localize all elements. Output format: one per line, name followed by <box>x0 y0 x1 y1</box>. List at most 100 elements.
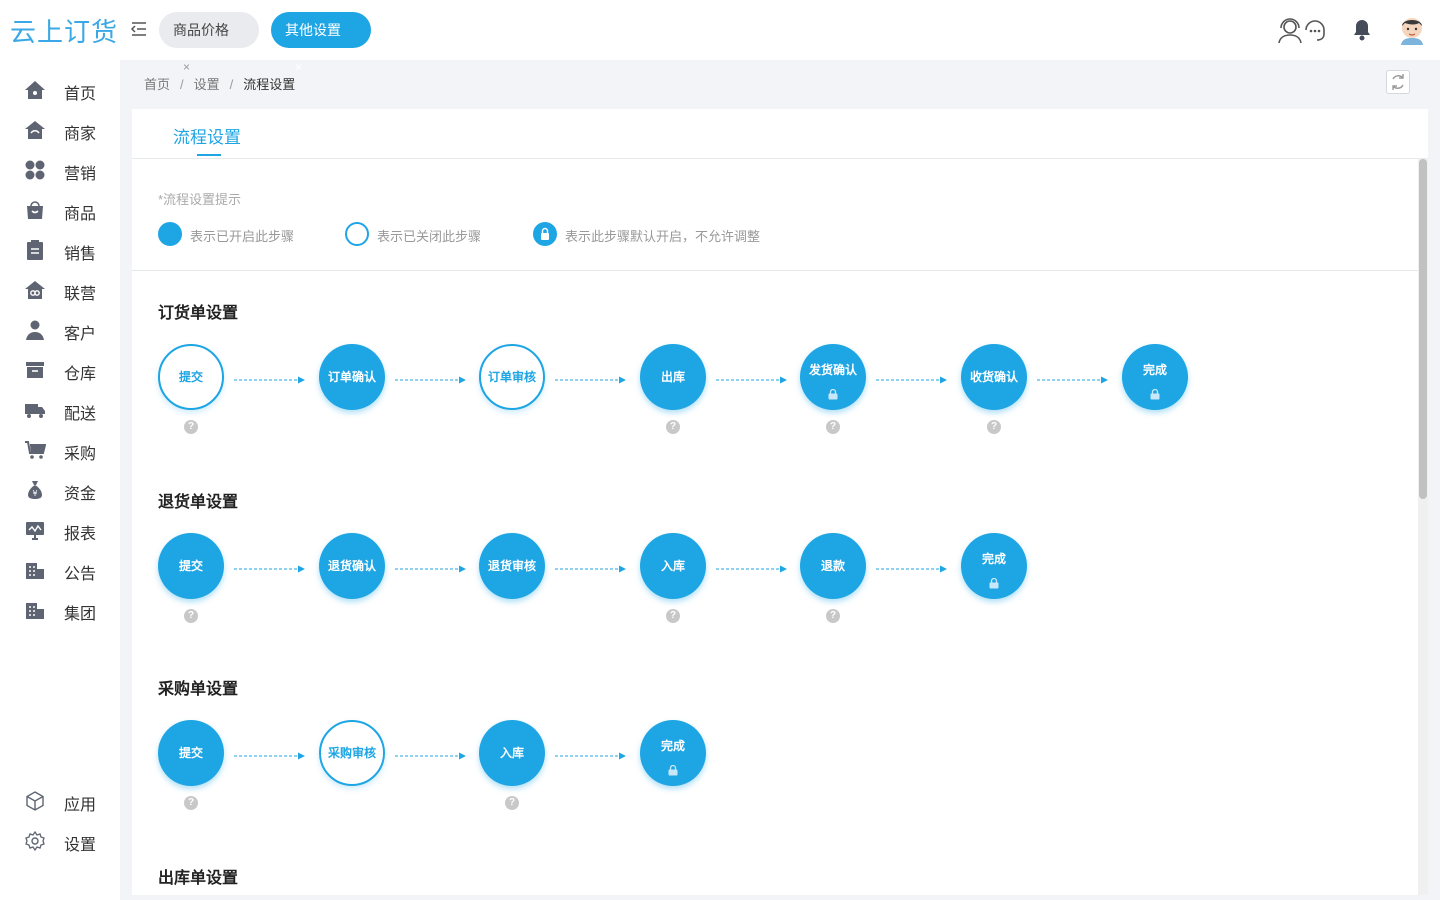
sidebar-item-marketing[interactable]: 营销 <box>0 150 120 190</box>
section-title: 采购单设置 <box>158 681 239 698</box>
building-icon <box>26 563 44 579</box>
app-logo[interactable]: 云上订货 <box>10 18 119 48</box>
flow-step-node[interactable]: 收货确认 <box>961 344 1027 410</box>
help-icon[interactable]: ? <box>666 420 680 434</box>
sidebar-item-products[interactable]: 商品 <box>0 190 120 230</box>
menu-collapse-icon[interactable] <box>128 18 150 40</box>
sidebar-item-customers[interactable]: 客户 <box>0 310 120 350</box>
breadcrumb: 首页/设置/流程设置 <box>144 77 296 92</box>
flow-step-node[interactable]: 入库 <box>640 533 706 599</box>
sidebar-item-reports[interactable]: 报表 <box>0 510 120 550</box>
cube-icon <box>26 791 44 811</box>
sidebar-item-label: 配送 <box>64 406 97 423</box>
help-icon[interactable]: ? <box>184 609 198 623</box>
warehouse-icon <box>26 362 44 378</box>
sidebar-item-warehouse[interactable]: 仓库 <box>0 350 120 390</box>
flow-arrow <box>1037 376 1108 384</box>
sidebar-item-label: 商家 <box>64 126 97 143</box>
flow-step-label: 入库 <box>660 559 685 573</box>
help-icon[interactable]: ? <box>184 420 198 434</box>
tab-product-price[interactable]: 商品价格× <box>159 12 259 74</box>
sidebar-item-purchasing[interactable]: 采购 <box>0 430 120 470</box>
flow-step-label: 提交 <box>178 370 203 384</box>
flow-step-node[interactable]: 退款 <box>800 533 866 599</box>
help-icon[interactable]: ? <box>826 420 840 434</box>
flow-step-node[interactable]: 提交 <box>158 533 224 599</box>
flow-arrow <box>234 752 305 760</box>
truck-icon <box>25 404 45 418</box>
sidebar-item-label: 报表 <box>64 526 97 543</box>
clipboard-icon <box>27 240 43 260</box>
flow-step-label: 入库 <box>499 746 524 760</box>
help-icon[interactable]: ? <box>666 609 680 623</box>
sidebar-item-home[interactable]: 首页 <box>0 70 120 110</box>
section-title: 订货单设置 <box>158 305 239 322</box>
tab-flow-settings[interactable]: 流程设置 <box>173 128 241 147</box>
joint-icon <box>25 281 45 299</box>
flow-step-node[interactable]: 退货审核 <box>479 533 545 599</box>
flow-step-node[interactable]: 提交 <box>158 344 224 410</box>
flow-step-node[interactable]: 采购审核 <box>319 720 385 786</box>
customer-service-icon[interactable] <box>1277 16 1303 44</box>
tab-label: 其他设置 <box>285 22 341 38</box>
help-icon[interactable]: ? <box>987 420 1001 434</box>
lock-icon <box>989 576 999 589</box>
step-locked-icon <box>533 222 557 246</box>
report-icon <box>26 522 44 540</box>
refresh-button[interactable] <box>1386 70 1410 94</box>
help-icon[interactable]: ? <box>826 609 840 623</box>
sidebar-item-delivery[interactable]: 配送 <box>0 390 120 430</box>
panel-scrollbar[interactable] <box>1418 159 1428 895</box>
sidebar-item-label: 销售 <box>64 246 97 263</box>
flow-step-node[interactable]: 入库 <box>479 720 545 786</box>
flow-step-node[interactable]: 订单审核 <box>479 344 545 410</box>
sidebar-item-group[interactable]: 集团 <box>0 590 120 630</box>
help-icon[interactable]: ? <box>184 796 198 810</box>
bell-icon[interactable] <box>1351 16 1373 42</box>
chat-headset-icon[interactable] <box>1303 16 1327 44</box>
flow-step-label: 完成 <box>660 739 685 753</box>
step-on-icon <box>158 222 182 246</box>
tab-close-icon[interactable]: × <box>183 60 191 74</box>
top-bar: 云上订货 商品价格× 其他设置 × <box>0 0 1440 74</box>
tab-underline <box>197 154 221 156</box>
sidebar-item-apps[interactable]: 应用 <box>0 781 120 821</box>
sidebar-item-merchant[interactable]: 商家 <box>0 110 120 150</box>
legend-text: 表示已开启此步骤 <box>190 229 295 244</box>
help-icon[interactable]: ? <box>505 796 519 810</box>
flow-arrow <box>716 565 787 573</box>
flow-step-label: 完成 <box>981 552 1006 566</box>
sidebar-item-joint[interactable]: 联营 <box>0 270 120 310</box>
scrollbar-thumb[interactable] <box>1419 159 1427 499</box>
sidebar: 首页 商家 营销 商品 销售 联营 客户 仓库 配送 采购 ¥ 资金 报 <box>0 60 120 900</box>
tab-close-icon[interactable]: × <box>295 60 303 74</box>
sidebar-item-announcements[interactable]: 公告 <box>0 550 120 590</box>
lock-icon <box>1150 387 1160 400</box>
flow-step-node[interactable]: 提交 <box>158 720 224 786</box>
flow-arrow <box>876 376 947 384</box>
flow-step-node[interactable]: 出库 <box>640 344 706 410</box>
sidebar-item-sales[interactable]: 销售 <box>0 230 120 270</box>
cart-icon <box>25 441 46 459</box>
user-avatar[interactable] <box>1398 15 1426 45</box>
money-bag-icon: ¥ <box>28 481 42 499</box>
breadcrumb-settings[interactable]: 设置 <box>193 77 220 92</box>
tab-other-settings[interactable]: 其他设置 × <box>271 12 371 74</box>
svg-text:¥: ¥ <box>32 489 37 498</box>
flow-step-node[interactable]: 订单确认 <box>319 344 385 410</box>
sidebar-item-label: 采购 <box>64 446 97 463</box>
flow-step-label: 采购审核 <box>327 746 376 760</box>
flow-arrow <box>395 565 466 573</box>
flow-step-label: 提交 <box>178 559 203 573</box>
breadcrumb-home[interactable]: 首页 <box>144 77 171 92</box>
sidebar-item-label: 首页 <box>64 86 97 103</box>
sidebar-item-funds[interactable]: ¥ 资金 <box>0 470 120 510</box>
flow-step-node[interactable]: 退货确认 <box>319 533 385 599</box>
gear-icon <box>25 830 45 852</box>
section-title: 退货单设置 <box>158 494 239 511</box>
breadcrumb-current: 流程设置 <box>243 77 296 92</box>
sidebar-item-settings[interactable]: 设置 <box>0 821 120 861</box>
flow-step-node: 发货确认 <box>800 344 866 410</box>
legend-title: *流程设置提示 <box>158 192 242 207</box>
flow-step-node: 完成 <box>961 533 1027 599</box>
